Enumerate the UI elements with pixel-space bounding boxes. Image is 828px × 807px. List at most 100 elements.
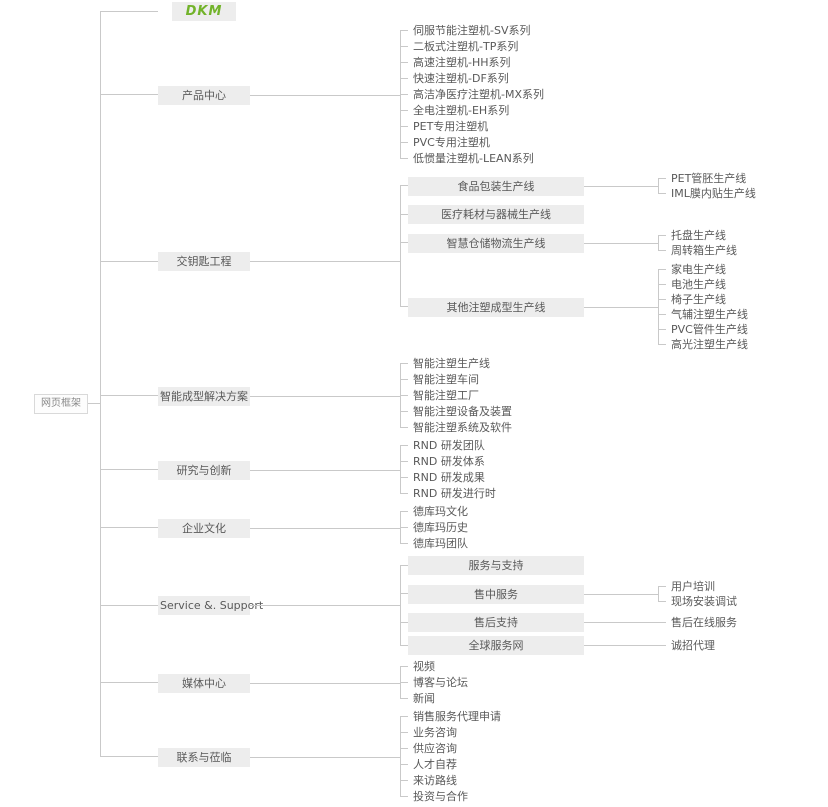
tree-child: 来访路线: [400, 773, 501, 789]
tree-branch: 企业文化 德库玛文化德库玛历史德库玛团队: [158, 504, 756, 552]
tree-branch: 产品中心 伺服节能注塑机-SV系列二板式注塑机-TP系列高速注塑机-HH系列快速注…: [158, 23, 756, 167]
tree-child: 电池生产线: [658, 277, 748, 292]
tree-child: PET专用注塑机: [400, 119, 544, 135]
tree-child: 供应咨询: [400, 741, 501, 757]
tree-branch: 售后支持售后在线服务: [408, 613, 737, 632]
tree-branch: IML膜内贴生产线: [666, 186, 756, 201]
leaf-node: 电池生产线: [671, 278, 726, 291]
tree-child: 诚招代理: [658, 638, 715, 653]
tree-child: 椅子生产线: [658, 292, 748, 307]
tree-branch: 智慧仓储物流生产线托盘生产线周转箱生产线: [408, 228, 756, 258]
tree-child: 视频: [400, 659, 468, 675]
tree-branch: RND 研发团队: [408, 438, 496, 454]
branch-node: 智能成型解决方案: [158, 386, 250, 406]
branch-node: 交钥匙工程: [158, 252, 250, 271]
connector-line: [250, 756, 400, 758]
children-group: 诚招代理: [658, 638, 715, 653]
tree-branch: 周转箱生产线: [666, 243, 737, 258]
connector-line: [250, 527, 400, 529]
leaf-node: 智能注塑设备及装置: [413, 405, 512, 418]
leaf-node: 用户培训: [671, 580, 715, 593]
tree-branch: 高洁净医疗注塑机-MX系列: [408, 87, 544, 103]
tree-child: 产品中心 伺服节能注塑机-SV系列二板式注塑机-TP系列高速注塑机-HH系列快速注…: [100, 22, 756, 168]
branch-node: Service &. Support: [158, 596, 263, 615]
leaf-node: PET专用注塑机: [413, 120, 489, 133]
tree-branch: 家电生产线: [666, 262, 748, 277]
leaf-node: 全电注塑机-EH系列: [413, 104, 510, 117]
tree-branch: 智能成型解决方案 智能注塑生产线智能注塑车间智能注塑工厂智能注塑设备及装置智能注塑…: [158, 356, 756, 436]
group-node: 售后支持: [408, 613, 584, 632]
branch-node: 企业文化: [158, 518, 250, 538]
tree-branch: DKM: [158, 2, 756, 21]
tree-branch: 服务与支持: [408, 556, 737, 575]
group-node: 全球服务网: [408, 636, 584, 655]
tree-child: RND 研发进行时: [400, 486, 496, 502]
tree-child: PVC管件生产线: [658, 322, 748, 337]
dkm-logo: DKM: [172, 2, 236, 21]
tree-branch: 椅子生产线: [666, 292, 748, 307]
tree-branch: 高光注塑生产线: [666, 337, 748, 352]
tree-branch: 人才自荐: [408, 757, 501, 773]
tree-child: 智能注塑车间: [400, 372, 512, 388]
branch-node: 产品中心: [158, 85, 250, 105]
tree-branch: 全电注塑机-EH系列: [408, 103, 544, 119]
leaf-node: RND 研发体系: [413, 455, 485, 468]
tree-branch: PVC专用注塑机: [408, 135, 544, 151]
tree-branch: 医疗耗材与器械生产线: [408, 205, 756, 224]
leaf-node: 新闻: [413, 692, 435, 705]
tree-branch: 智能注塑系统及软件: [408, 420, 512, 436]
leaf-node: 周转箱生产线: [671, 244, 737, 257]
leaf-node: 气辅注塑生产线: [671, 308, 748, 321]
children-group: 用户培训现场安装调试: [658, 579, 737, 609]
children-group: 服务与支持售中服务用户培训现场安装调试售后支持售后在线服务全球服务网诚招代理: [400, 554, 737, 657]
tree-branch: 来访路线: [408, 773, 501, 789]
tree-child: 高速注塑机-HH系列: [400, 55, 544, 71]
leaf-node: IML膜内贴生产线: [671, 187, 756, 200]
leaf-node: 现场安装调试: [671, 595, 737, 608]
leaf-node: PVC专用注塑机: [413, 136, 490, 149]
tree-branch: PVC管件生产线: [666, 322, 748, 337]
tree-branch: 诚招代理: [666, 638, 715, 653]
branch-node: 媒体中心: [158, 673, 250, 693]
leaf-node: 德库玛文化: [413, 505, 468, 518]
tree-child: 智能注塑工厂: [400, 388, 512, 404]
leaf-node: 智能注塑工厂: [413, 389, 479, 402]
tree-child: 家电生产线: [658, 262, 748, 277]
tree-child: RND 研发体系: [400, 454, 496, 470]
leaf-node: RND 研发团队: [413, 439, 485, 452]
connector-line: [250, 94, 400, 96]
tree-child: 周转箱生产线: [658, 243, 737, 258]
leaf-node: 快速注塑机-DF系列: [413, 72, 509, 85]
leaf-node: 伺服节能注塑机-SV系列: [413, 24, 531, 37]
connector-line: [584, 622, 658, 623]
group-node: 其他注塑成型生产线: [408, 297, 584, 317]
tree-child: 投资与合作: [400, 789, 501, 805]
tree-branch: RND 研发体系: [408, 454, 496, 470]
tree-child: 用户培训: [658, 579, 737, 594]
leaf-node: 家电生产线: [671, 263, 726, 276]
group-node: 服务与支持: [408, 556, 584, 575]
leaf-node: 视频: [413, 660, 435, 673]
connector-line: [88, 403, 100, 404]
children-group: 伺服节能注塑机-SV系列二板式注塑机-TP系列高速注塑机-HH系列快速注塑机-D…: [400, 23, 544, 167]
leaf-node: 二板式注塑机-TP系列: [413, 40, 519, 53]
tree-child: 德库玛历史: [400, 520, 468, 536]
tree-child: 销售服务代理申请: [400, 709, 501, 725]
tree-child: 伺服节能注塑机-SV系列: [400, 23, 544, 39]
tree-branch: 博客与论坛: [408, 675, 468, 691]
leaf-node: 德库玛历史: [413, 521, 468, 534]
tree-branch: 德库玛团队: [408, 536, 468, 552]
tree-branch: PET专用注塑机: [408, 119, 544, 135]
children-group: 德库玛文化德库玛历史德库玛团队: [400, 504, 468, 552]
tree-child: 气辅注塑生产线: [658, 307, 748, 322]
tree-child: 智能注塑生产线: [400, 356, 512, 372]
tree-branch: 售中服务用户培训现场安装调试: [408, 579, 737, 609]
